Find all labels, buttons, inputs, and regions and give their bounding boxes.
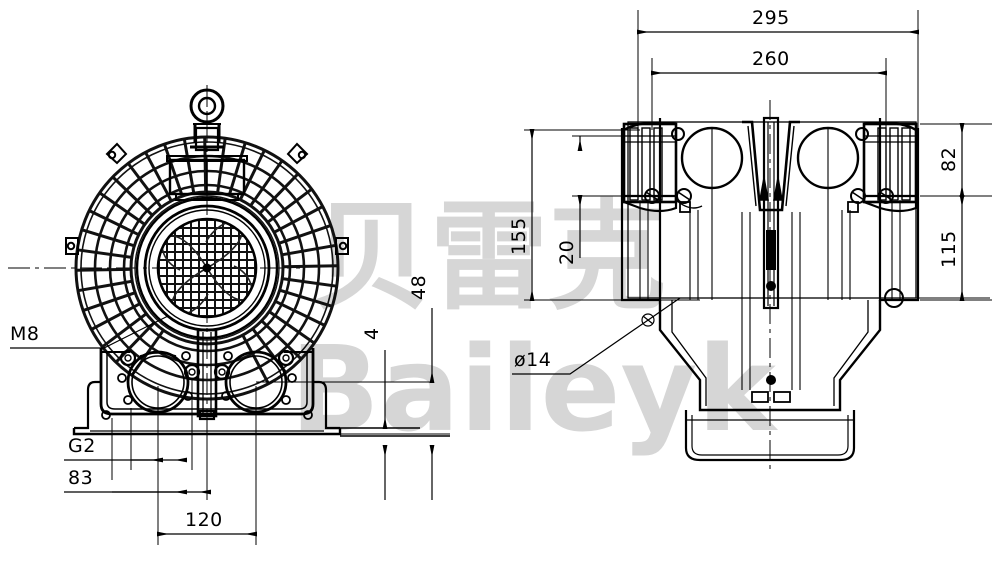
dim-115: 115 bbox=[920, 195, 992, 301]
dim-155: 155 bbox=[508, 129, 700, 301]
dim-115-text: 115 bbox=[938, 230, 960, 268]
dim-4-text: 4 bbox=[361, 327, 383, 340]
dim-dia14-text: ø14 bbox=[514, 349, 551, 371]
dim-20-text: 20 bbox=[556, 240, 578, 265]
suction-port-flange bbox=[117, 349, 201, 414]
dim-120-text: 120 bbox=[185, 509, 223, 531]
side-view-dimensions: 295 260 155 20 82 bbox=[508, 7, 992, 375]
dim-82: 82 bbox=[920, 123, 992, 197]
terminal-box bbox=[166, 155, 248, 201]
dim-g2: G2 bbox=[64, 435, 187, 463]
bolt-hole-feature bbox=[884, 288, 990, 308]
dim-m8: M8 bbox=[10, 315, 169, 349]
dim-120: 120 bbox=[157, 500, 257, 545]
dim-20: 20 bbox=[556, 135, 650, 265]
dim-48-text: 48 bbox=[408, 275, 430, 300]
front-view-dimensions: M8 G2 83 120 bbox=[10, 275, 450, 545]
central-manifold bbox=[742, 116, 800, 403]
dim-m8-text: M8 bbox=[10, 323, 39, 345]
radial-ribs bbox=[75, 136, 339, 385]
left-end-cover bbox=[622, 121, 703, 213]
dim-295: 295 bbox=[637, 7, 919, 35]
side-port-openings bbox=[680, 126, 860, 300]
watermark-chinese: 贝雷克 bbox=[312, 188, 666, 326]
dim-295-text: 295 bbox=[752, 7, 790, 29]
lifting-eye bbox=[189, 86, 225, 152]
right-end-cover bbox=[847, 121, 918, 213]
ring-mounting-lugs bbox=[65, 142, 349, 255]
watermark-group: 贝雷克 Baileyk bbox=[290, 188, 778, 458]
dim-83-text: 83 bbox=[68, 467, 93, 489]
dim-260: 260 bbox=[651, 48, 887, 76]
side-internal-lines bbox=[639, 200, 901, 390]
dim-82-text: 82 bbox=[938, 147, 960, 172]
watermark-latin: Baileyk bbox=[290, 320, 778, 458]
dim-dia14: ø14 bbox=[512, 297, 681, 375]
dim-48: 48 bbox=[340, 275, 450, 500]
dim-g2-text: G2 bbox=[68, 435, 96, 457]
dim-4: 4 bbox=[361, 327, 388, 500]
dim-155-text: 155 bbox=[508, 217, 530, 255]
side-view bbox=[620, 100, 990, 470]
dim-260-text: 260 bbox=[752, 48, 790, 70]
shaft-centre bbox=[202, 263, 212, 273]
dim-83: 83 bbox=[64, 467, 211, 495]
